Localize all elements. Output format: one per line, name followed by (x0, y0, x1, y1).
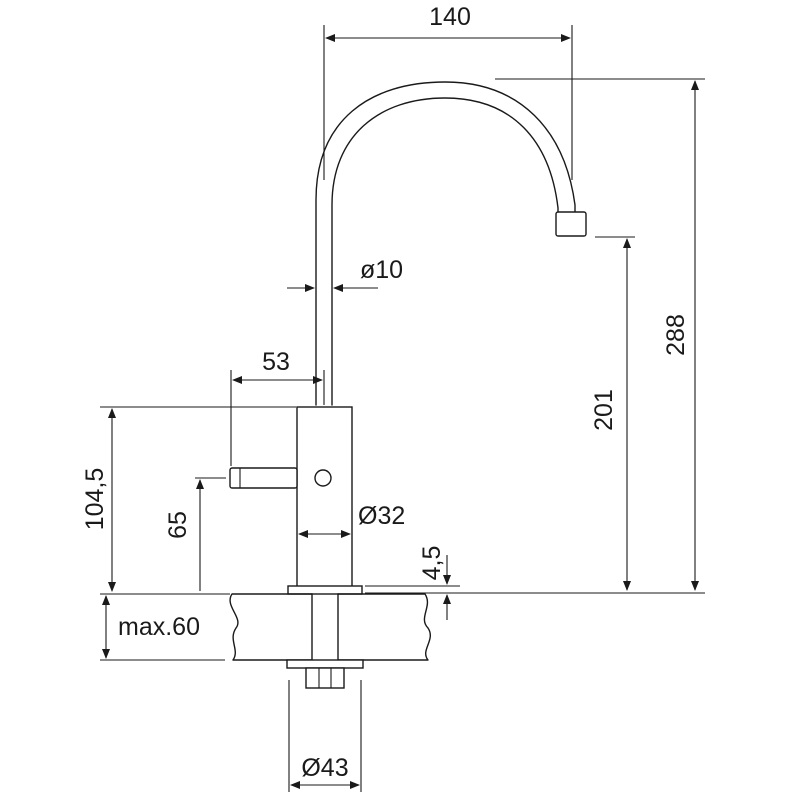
base-ring (287, 585, 363, 595)
label-lever-height: 65 (164, 511, 192, 539)
label-base-ring: 4,5 (418, 546, 446, 581)
spout-inner (331, 97, 559, 406)
lever-pivot (314, 469, 332, 487)
dimension-labels: 140 ø10 53 288 201 104,5 65 Ø32 4,5 max.… (81, 3, 690, 782)
dimension-lines (100, 25, 705, 792)
label-total-height: 288 (662, 314, 690, 356)
worktop-right (337, 593, 431, 661)
label-lever-length: 53 (262, 348, 290, 376)
label-body-height: 104,5 (81, 468, 109, 531)
mounting-washer (286, 659, 364, 669)
label-spout-reach: 140 (429, 3, 471, 31)
label-base-diameter: Ø43 (301, 754, 348, 782)
faucet-body (296, 406, 353, 588)
mounting-nut (305, 667, 345, 689)
lever-handle (229, 467, 298, 489)
label-body-diameter: Ø32 (358, 502, 405, 530)
label-outlet-height: 201 (590, 389, 618, 431)
faucet-outline (229, 81, 587, 689)
spout-outer (315, 81, 576, 406)
label-worktop-thickness: max.60 (118, 613, 200, 641)
aerator-tip (555, 211, 587, 237)
worktop-left (229, 593, 313, 661)
label-spout-diameter: ø10 (360, 256, 403, 284)
